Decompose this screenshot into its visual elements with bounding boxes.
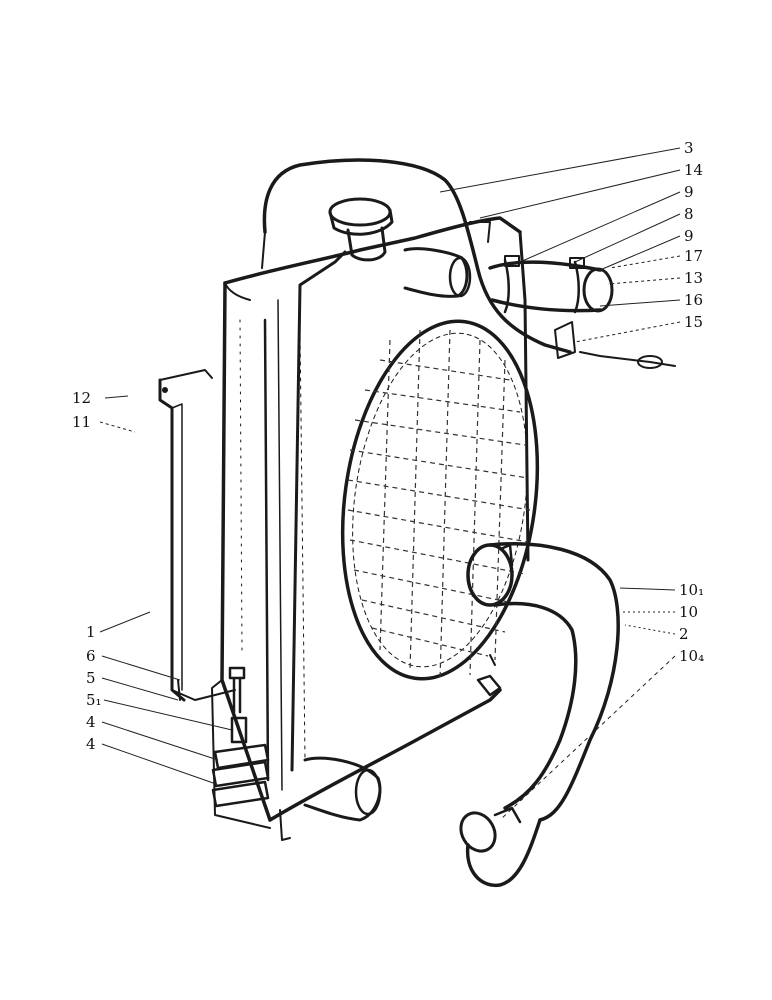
top-outlet-stub (403, 221, 491, 298)
bottom-outlet-stub (303, 756, 382, 822)
callout-label: 5₁ (86, 691, 102, 709)
callout-label: 14 (684, 161, 703, 179)
filler-cap (328, 197, 394, 262)
upper-hose (488, 255, 614, 359)
callout-label: 9 (684, 183, 694, 201)
drain-tap (476, 654, 502, 697)
fan-shroud-grille (340, 319, 540, 681)
callout-label: 2 (679, 625, 689, 643)
callout-label: 5 (86, 669, 96, 687)
callout-label: 1 (86, 623, 96, 641)
lower-hose (459, 542, 620, 887)
callouts-left-bottom: 1 6 5 5₁ 4 4 (86, 623, 102, 753)
leader-lines (99, 147, 681, 821)
callout-label: 15 (684, 313, 703, 331)
mesh-pattern (347, 329, 531, 681)
overflow-pipe (261, 158, 676, 772)
callout-label: 4 (86, 713, 96, 731)
callout-label: 8 (684, 205, 694, 223)
callout-label: 11 (72, 413, 91, 431)
callout-label: 16 (684, 291, 703, 309)
radiator-assembly (158, 158, 676, 887)
callout-label: 10₄ (679, 647, 704, 665)
callout-label: 4 (86, 735, 96, 753)
callout-label: 13 (684, 269, 703, 287)
callout-label: 17 (684, 247, 703, 265)
callout-label: 10₁ (679, 581, 704, 599)
callout-label: 9 (684, 227, 694, 245)
callout-label: 3 (684, 139, 694, 157)
mounting-bolt-and-pads (177, 666, 270, 808)
callouts-hose: 10₁ 10 2 10₄ (679, 581, 704, 665)
callouts-left-top: 12 11 (72, 389, 91, 431)
callout-label: 6 (86, 647, 96, 665)
callout-label: 10 (679, 603, 698, 621)
callouts-right: 3 14 9 8 9 17 13 16 15 (684, 139, 703, 331)
callout-label: 12 (72, 389, 91, 407)
